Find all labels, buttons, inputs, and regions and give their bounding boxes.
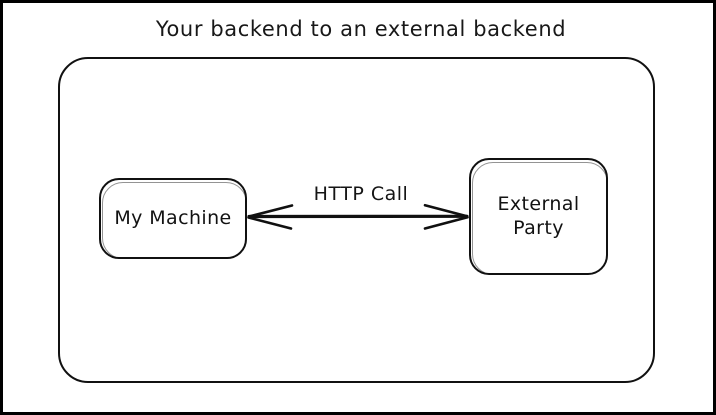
node-external-party[interactable]: External Party — [469, 158, 608, 275]
edge-http-call-label: HTTP Call — [313, 183, 409, 205]
node-my-machine-label: My Machine — [114, 206, 232, 229]
diagram-title: Your backend to an external backend — [155, 17, 567, 41]
node-external-party-label: External Party — [497, 192, 580, 239]
outer-boundary-container — [58, 57, 655, 383]
node-my-machine[interactable]: My Machine — [99, 178, 247, 259]
